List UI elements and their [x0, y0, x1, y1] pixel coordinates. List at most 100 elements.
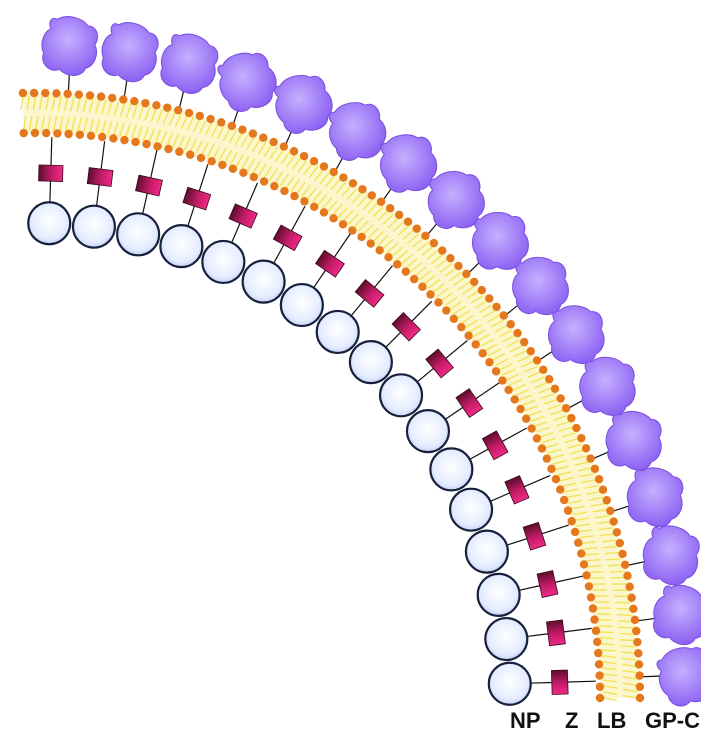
lipid-headgroup: [174, 106, 182, 114]
z-protein: [426, 349, 454, 378]
lipid-headgroup: [562, 404, 570, 412]
lipid-headgroup: [207, 157, 215, 165]
lipid-headgroup: [457, 323, 465, 331]
lipid-headgroup: [492, 367, 500, 375]
lipid-headgroup: [556, 394, 564, 402]
lipid-headgroup: [228, 122, 236, 130]
lipid-headgroup: [446, 254, 454, 262]
lipid-headgroup: [329, 214, 337, 222]
lipid-headgroup: [635, 671, 643, 679]
lipid-headgroup: [290, 147, 298, 155]
lipid-headgroup: [560, 496, 568, 504]
z-protein: [273, 225, 302, 251]
lipid-headgroup: [589, 604, 597, 612]
lipid-headgroup: [596, 694, 604, 702]
np-particle: [317, 311, 359, 353]
lipid-headgroup: [527, 424, 535, 432]
lipid-headgroup: [238, 125, 246, 133]
lipid-headgroup: [571, 528, 579, 536]
lipid-headgroup: [20, 129, 28, 137]
lipid-headgroup: [141, 99, 149, 107]
np-particle: [350, 341, 392, 383]
lipid-headgroup: [582, 571, 590, 579]
lipid-headgroup: [358, 185, 366, 193]
lipid-headgroup: [629, 605, 637, 613]
lipid-headgroup: [130, 97, 138, 105]
lipid-headgroup: [366, 239, 374, 247]
gp-spike: [512, 257, 569, 315]
np-particle: [28, 202, 70, 244]
lipid-headgroup: [632, 627, 640, 635]
z-protein: [39, 165, 63, 182]
lipid-headgroup: [384, 253, 392, 261]
lipid-headgroup: [533, 356, 541, 364]
gp-spike: [37, 12, 103, 80]
lipid-headgroup: [593, 638, 601, 646]
np-particle: [430, 448, 472, 490]
lipid-headgroup: [464, 332, 472, 340]
lipid-headgroup: [197, 154, 205, 162]
lipid-headgroup: [500, 311, 508, 319]
lipid-headgroup: [249, 129, 257, 137]
lipid-headgroup: [348, 226, 356, 234]
lipid-headgroup: [64, 130, 72, 138]
lipid-headgroup: [574, 539, 582, 547]
lipid-headgroup: [229, 165, 237, 173]
lipid-headgroup: [339, 173, 347, 181]
lipid-headgroup: [478, 286, 486, 294]
z-protein: [183, 187, 211, 210]
lipid-headgroup: [426, 290, 434, 298]
lipid-headgroup: [545, 375, 553, 383]
lipid-headgroup: [410, 275, 418, 283]
lipid-headgroup: [623, 572, 631, 580]
lipid-headgroup: [485, 294, 493, 302]
lipid-headgroup: [52, 89, 60, 97]
lipid-headgroup: [368, 191, 376, 199]
z-protein: [229, 204, 257, 228]
lipid-bilayer: [19, 89, 644, 702]
lipid-headgroup: [239, 169, 247, 177]
lipid-headgroup: [596, 683, 604, 691]
lipid-headgroup: [516, 405, 524, 413]
lipid-headgroup: [567, 414, 575, 422]
gp-spike: [622, 464, 688, 531]
lipid-headgroup: [470, 278, 478, 286]
lipid-headgroup: [547, 465, 555, 473]
lipid-headgroup: [375, 246, 383, 254]
gp-spike: [323, 97, 390, 165]
lipid-headgroup: [599, 486, 607, 494]
lipid-headgroup: [636, 694, 644, 702]
lipid-headgroup: [572, 424, 580, 432]
lipid-headgroup: [377, 198, 385, 206]
lipid-headgroup: [564, 506, 572, 514]
lipid-headgroup: [98, 133, 106, 141]
lipid-headgroup: [595, 660, 603, 668]
lipid-headgroup: [520, 338, 528, 346]
lipid-headgroup: [310, 203, 318, 211]
gp-spike: [647, 579, 701, 650]
np-particle: [489, 663, 531, 705]
lipid-headgroup: [339, 220, 347, 228]
np-particle: [281, 284, 323, 326]
lipid-headgroup: [492, 303, 500, 311]
lipid-headgroup: [551, 385, 559, 393]
lipid-headgroup: [300, 197, 308, 205]
lipid-headgroup: [393, 260, 401, 268]
z-protein: [456, 389, 483, 418]
z-protein: [482, 431, 508, 460]
lipid-headgroup: [606, 507, 614, 515]
np-particle: [160, 225, 202, 267]
lipid-headgroup: [472, 340, 480, 348]
lipid-headgroup: [185, 109, 193, 117]
gp-spike: [269, 68, 338, 139]
np-particle: [243, 261, 285, 303]
lipid-headgroup: [260, 177, 268, 185]
lipid-headgroup: [590, 615, 598, 623]
lipid-headgroup: [120, 136, 128, 144]
lipid-headgroup: [290, 192, 298, 200]
lipid-headgroup: [625, 583, 633, 591]
lipid-headgroup: [454, 262, 462, 270]
lipid-headgroup: [587, 593, 595, 601]
lipid-headgroup: [163, 103, 171, 111]
